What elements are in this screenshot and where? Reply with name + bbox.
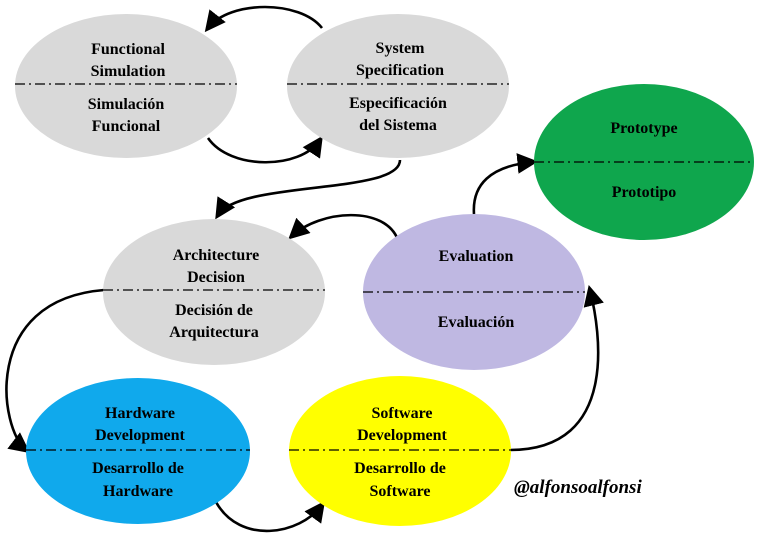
label-es: Prototipo <box>612 184 677 201</box>
label-es-line2: Funcional <box>92 118 161 135</box>
label-en: Prototype <box>610 120 677 137</box>
node-architecture-decision: Architecture Decision Decisión de Arquit… <box>103 219 325 365</box>
author-handle: @alfonsoalfonsi <box>514 477 642 498</box>
label-en-line2: Simulation <box>91 63 166 80</box>
label-en-line2: Development <box>95 427 185 444</box>
node-evaluation: Evaluation Evaluación <box>363 214 585 370</box>
label-en-line2: Development <box>357 427 447 444</box>
node-shape <box>287 14 509 158</box>
node-shape <box>363 214 585 370</box>
node-hardware-development: Hardware Development Desarrollo de Hardw… <box>26 378 250 524</box>
label-en-line1: Architecture <box>173 247 259 264</box>
label-en-line1: Software <box>371 405 432 422</box>
arrow-architecture-to-hardware <box>5 288 105 454</box>
arrow-software-to-evaluation <box>509 284 604 452</box>
node-system-specification: System Specification Especificación del … <box>287 14 509 158</box>
label-es-line1: Decisión de <box>175 302 253 319</box>
arrow-evaluation-to-architecture <box>288 213 400 241</box>
arrow-hardware-to-software <box>214 500 326 533</box>
label-es-line1: Desarrollo de <box>354 460 446 477</box>
label-en-line1: Functional <box>91 41 165 58</box>
node-prototype: Prototype Prototipo <box>534 84 754 240</box>
arrow-simulation-to-specification <box>206 135 323 164</box>
node-shape <box>289 376 511 526</box>
label-en-line2: Decision <box>187 269 245 286</box>
label-es: Evaluación <box>438 314 515 331</box>
node-shape <box>15 14 237 158</box>
node-shape <box>26 378 250 524</box>
label-en-line2: Specification <box>356 62 444 79</box>
node-shape <box>103 219 325 365</box>
label-es-line1: Desarrollo de <box>92 460 184 477</box>
label-es-line2: del Sistema <box>359 117 437 134</box>
arrow-specification-to-simulation <box>204 5 324 33</box>
label-es-line1: Simulación <box>88 96 165 113</box>
arrow-specification-to-architecture <box>215 159 402 220</box>
label-en-line1: Hardware <box>105 405 175 422</box>
label-es-line2: Software <box>369 483 430 500</box>
label-es-line2: Arquitectura <box>169 324 258 341</box>
node-software-development: Software Development Desarrollo de Softw… <box>289 376 511 526</box>
label-en: Evaluation <box>439 248 514 265</box>
label-en-line1: System <box>376 40 426 57</box>
edges <box>5 5 604 533</box>
label-es-line2: Hardware <box>103 483 173 500</box>
arrow-evaluation-to-prototype <box>472 153 539 215</box>
label-es-line1: Especificación <box>349 95 447 112</box>
node-functional-simulation: Functional Simulation Simulación Funcion… <box>15 14 237 158</box>
